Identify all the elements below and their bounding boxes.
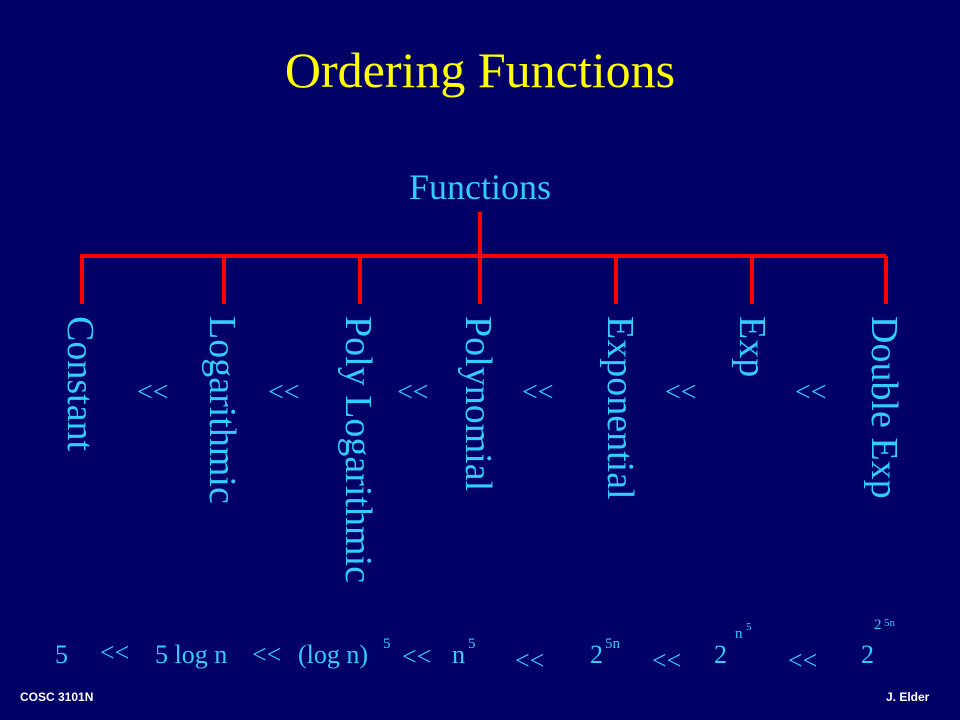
example-expexp-exponent-power: 5 (746, 621, 752, 633)
category-double-exp: Double Exp (863, 316, 905, 499)
relation-symbol: << (788, 646, 818, 675)
footer-course: COSC 3101N (20, 690, 94, 704)
example-double-exp-base: 2 (861, 640, 874, 669)
example-poly-base: n (452, 640, 465, 669)
relation-symbol: << (100, 638, 130, 667)
example-expexp-base: 2 (714, 640, 727, 669)
relation-symbol: << (652, 646, 682, 675)
example-expexp-exponent: n (735, 626, 743, 642)
category-exponential: Exponential (599, 316, 641, 500)
category-constant: Constant (59, 316, 101, 452)
relation-symbol: << (795, 377, 827, 408)
root-node-functions: Functions (408, 167, 551, 207)
category-exp: Exp (731, 316, 773, 378)
category-poly-logarithmic: Poly Logarithmic (337, 316, 379, 584)
relation-symbol: << (137, 377, 169, 408)
relation-symbol: << (268, 377, 300, 408)
slide-title: Ordering Functions (284, 42, 676, 98)
example-logarithmic: 5 log n (155, 640, 228, 669)
relation-symbol: << (515, 646, 545, 675)
example-double-exp-exponent-power: 5n (884, 617, 895, 629)
footer-author: J. Elder (886, 690, 930, 704)
relation-symbol: << (252, 640, 282, 669)
category-polynomial: Polynomial (457, 316, 499, 492)
example-polylog-base: (log n) (298, 640, 369, 669)
relation-symbol: << (665, 377, 697, 408)
example-double-exp-exponent: 2 (874, 617, 882, 633)
relation-symbol: << (522, 377, 554, 408)
category-logarithmic: Logarithmic (201, 316, 243, 504)
example-exp-exponent: 5n (605, 636, 620, 652)
example-exp-base: 2 (590, 640, 603, 669)
example-constant: 5 (55, 640, 68, 669)
relation-symbol: << (402, 642, 432, 671)
example-poly-exponent: 5 (468, 636, 476, 652)
example-polylog-exponent: 5 (383, 636, 391, 652)
relation-symbol: << (397, 377, 429, 408)
